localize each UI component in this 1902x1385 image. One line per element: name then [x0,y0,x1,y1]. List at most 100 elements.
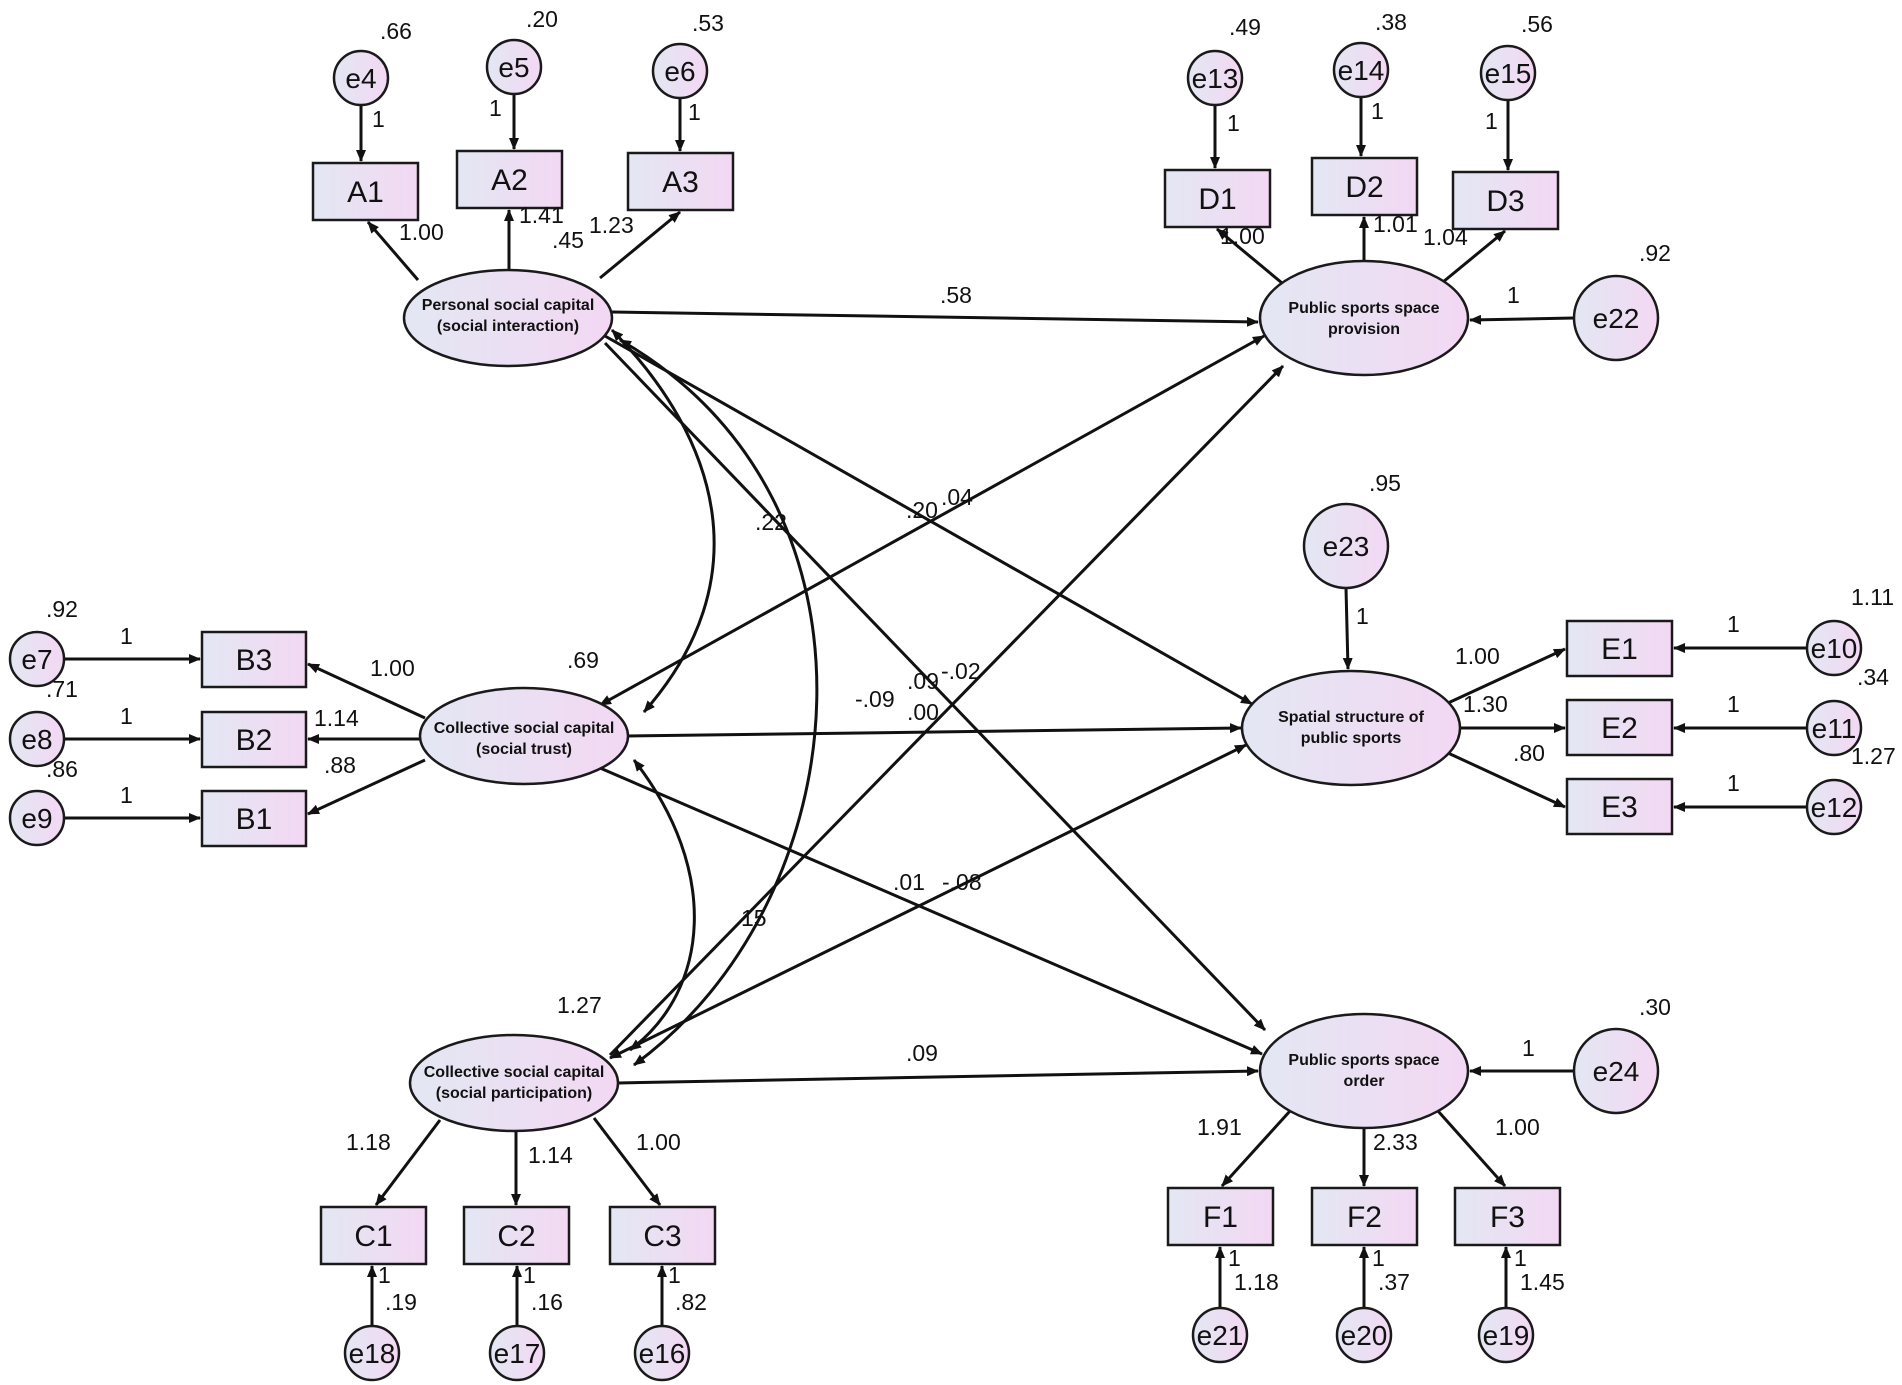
error-e15: e15 [1479,44,1537,102]
observed-D3: D3 [1451,170,1560,231]
loading-A1: 1.00 [399,219,444,245]
observed-A1: A1 [311,161,420,222]
latent-sports-space-order: Public sports space order [1258,1012,1470,1130]
observed-C1: C1 [319,1205,428,1266]
fixed-path-e11: 1 [1727,691,1740,717]
variance-e12: 1.27 [1851,743,1896,769]
fixed-path-e9: 1 [120,782,133,808]
variance-e16: .82 [675,1289,707,1315]
observed-label: D1 [1198,183,1236,216]
loading-arrow-B1 [307,758,426,816]
loading-F1: 1.91 [1197,1114,1242,1140]
error-label: e4 [345,63,376,94]
covariance-personal-participation [619,338,819,1067]
error-e6: e6 [651,42,709,100]
error-e13: e13 [1186,49,1244,107]
loading-arrow-B3 [307,662,426,720]
observed-label: F1 [1203,1201,1238,1234]
observed-F3: F3 [1453,1186,1562,1247]
error-e8: e8 [8,710,66,768]
error-label: e20 [1341,1320,1388,1351]
error-label: e15 [1485,58,1532,89]
variance-e4: .66 [380,18,412,44]
arrow-e23-structure [1342,587,1353,670]
observed-B2: B2 [200,710,308,769]
variance-e6: .53 [692,10,724,36]
variance-e18: .19 [385,1289,417,1315]
fixed-path-e4: 1 [372,106,385,132]
variance-participation: 1.27 [557,992,602,1018]
fixed-path-e18: 1 [378,1262,391,1288]
observed-label: D2 [1345,171,1383,204]
observed-C2: C2 [462,1205,571,1266]
coef-trust-provision: .04 [941,484,973,510]
observed-F2: F2 [1310,1186,1419,1247]
loading-arrow-C1 [374,1119,442,1206]
path-trust-provision [599,334,1265,707]
coef-trust-structure: .00 [907,699,939,725]
error-e4: e4 [332,49,390,107]
loading-A2: 1.41 [519,202,564,228]
covariance-trust-participation [629,759,696,1052]
loading-E3: .80 [1513,740,1545,766]
variance-e8: .71 [46,676,78,702]
coef-participation-order: .09 [906,1040,938,1066]
latent-label-line1: Spatial structure of [1278,709,1424,726]
fixed-path-e20: 1 [1372,1245,1385,1271]
observed-label: E1 [1601,633,1638,666]
loading-arrow-D3 [1442,229,1506,284]
error-label: e24 [1593,1056,1640,1087]
error-label: e12 [1811,792,1858,823]
loading-arrow-F3 [1436,1110,1507,1187]
loading-D2: 1.01 [1373,211,1418,237]
variance-e21: 1.18 [1234,1269,1279,1295]
fixed-path-e24: 1 [1522,1035,1535,1061]
latent-label-line2: (social trust) [476,741,572,758]
error-e19: e19 [1477,1306,1535,1364]
latent-label-line2: public sports [1301,730,1402,747]
error-e5: e5 [485,38,543,96]
error-e12: e12 [1805,778,1863,836]
observed-D1: D1 [1163,168,1272,229]
variance-e17: .16 [531,1289,563,1315]
error-label: e13 [1192,63,1239,94]
latent-sports-space-provision: Public sports space provision [1258,259,1470,377]
loading-F3: 1.00 [1495,1114,1540,1140]
variance-e7: .92 [46,596,78,622]
path-personal-provision [611,310,1259,327]
fixed-path-e23: 1 [1356,603,1369,629]
loading-E2: 1.30 [1463,691,1508,717]
loading-B1: .88 [324,752,356,778]
observed-A3: A3 [626,151,735,212]
error-e20: e20 [1335,1306,1393,1364]
coef-personal-order: .09 [907,668,939,694]
loading-C2: 1.14 [528,1142,573,1168]
error-e24: e24 [1572,1027,1660,1115]
latent-label-line2: provision [1328,321,1400,338]
latent-social-participation: Collective social capital (social partic… [408,1033,620,1133]
observed-label: E3 [1601,791,1638,824]
error-label: e16 [639,1338,686,1369]
latent-label-line2: (social participation) [436,1085,592,1102]
loading-F2: 2.33 [1373,1129,1418,1155]
variance-e13: .49 [1229,14,1261,40]
error-label: e7 [21,644,52,675]
error-label: e21 [1197,1320,1244,1351]
variance-e15: .56 [1521,11,1553,37]
error-e21: e21 [1191,1306,1249,1364]
loading-A3: 1.23 [589,212,634,238]
loading-arrow-A1 [366,221,420,281]
observed-label: F2 [1347,1201,1382,1234]
observed-label: C1 [354,1220,392,1253]
variance-e9: .86 [46,756,78,782]
observed-B3: B3 [200,630,308,689]
error-e14: e14 [1332,41,1390,99]
latent-personal-social-capital: Personal social capital (social interact… [402,268,614,368]
loading-E1: 1.00 [1455,643,1500,669]
observed-E2: E2 [1565,698,1674,757]
observed-D2: D2 [1310,156,1419,217]
loading-arrow-A3 [599,210,681,280]
loading-B2: 1.14 [314,705,359,731]
cov-trust-participation: 15 [741,905,767,931]
